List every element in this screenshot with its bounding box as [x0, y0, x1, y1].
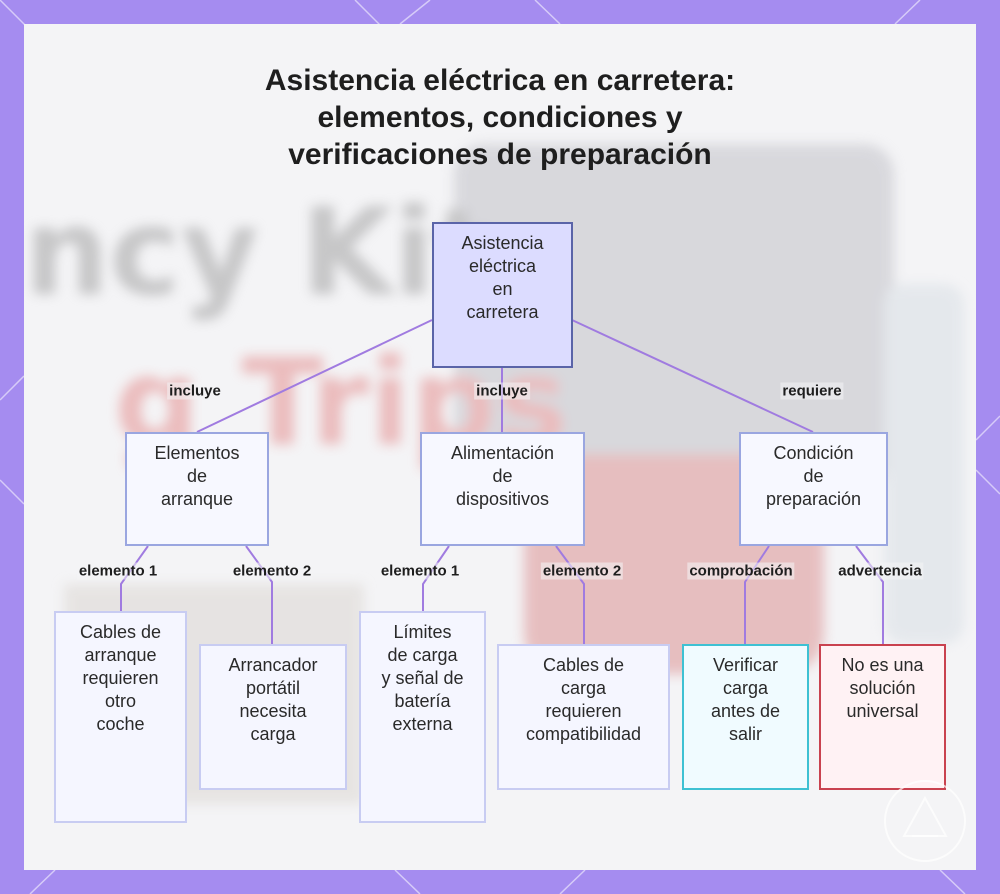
node-charging-cables: Cables de carga requieren compatibilidad [497, 644, 670, 790]
edge-powering-limits [422, 545, 450, 611]
edge-label-powering-limits: elemento 1 [378, 562, 462, 580]
watermark-logo-icon [884, 780, 966, 862]
edge-label-starting-jumper: elemento 1 [76, 562, 160, 580]
node-jumper-cables: Cables de arranque requieren otro coche [54, 611, 187, 823]
edge-starting-portable [245, 545, 273, 644]
node-starting-elements: Elementos de arranque [125, 432, 269, 546]
edge-label-root-starting: incluye [167, 382, 223, 400]
edge-label-root-powering: incluye [474, 382, 530, 400]
edge-starting-jumper [120, 545, 149, 611]
node-verify-charge: Verificar carga antes de salir [682, 644, 809, 790]
edge-root-readiness [571, 319, 814, 433]
edge-label-powering-cables: elemento 2 [540, 562, 624, 580]
background-text-1: ncy Kit [24, 184, 492, 323]
node-warning: No es una solución universal [819, 644, 946, 790]
edge-readiness-verify [744, 545, 770, 644]
node-device-power: Alimentación de dispositivos [420, 432, 585, 546]
node-load-limits: Límites de carga y señal de batería exte… [359, 611, 486, 823]
edge-label-readiness-verify: comprobación [687, 562, 795, 580]
edge-label-readiness-warning: advertencia [836, 562, 924, 580]
edge-label-root-readiness: requiere [780, 382, 844, 400]
edge-powering-cables [555, 545, 585, 644]
diagram-title: Asistencia eléctrica en carretera: eleme… [264, 64, 736, 171]
edge-readiness-warning [855, 545, 884, 644]
node-portable-starter: Arrancador portátil necesita carga [199, 644, 347, 790]
edge-root-starting [196, 319, 433, 433]
node-root: Asistencia eléctrica en carretera [432, 222, 573, 368]
node-readiness: Condición de preparación [739, 432, 888, 546]
edge-label-starting-portable: elemento 2 [230, 562, 314, 580]
